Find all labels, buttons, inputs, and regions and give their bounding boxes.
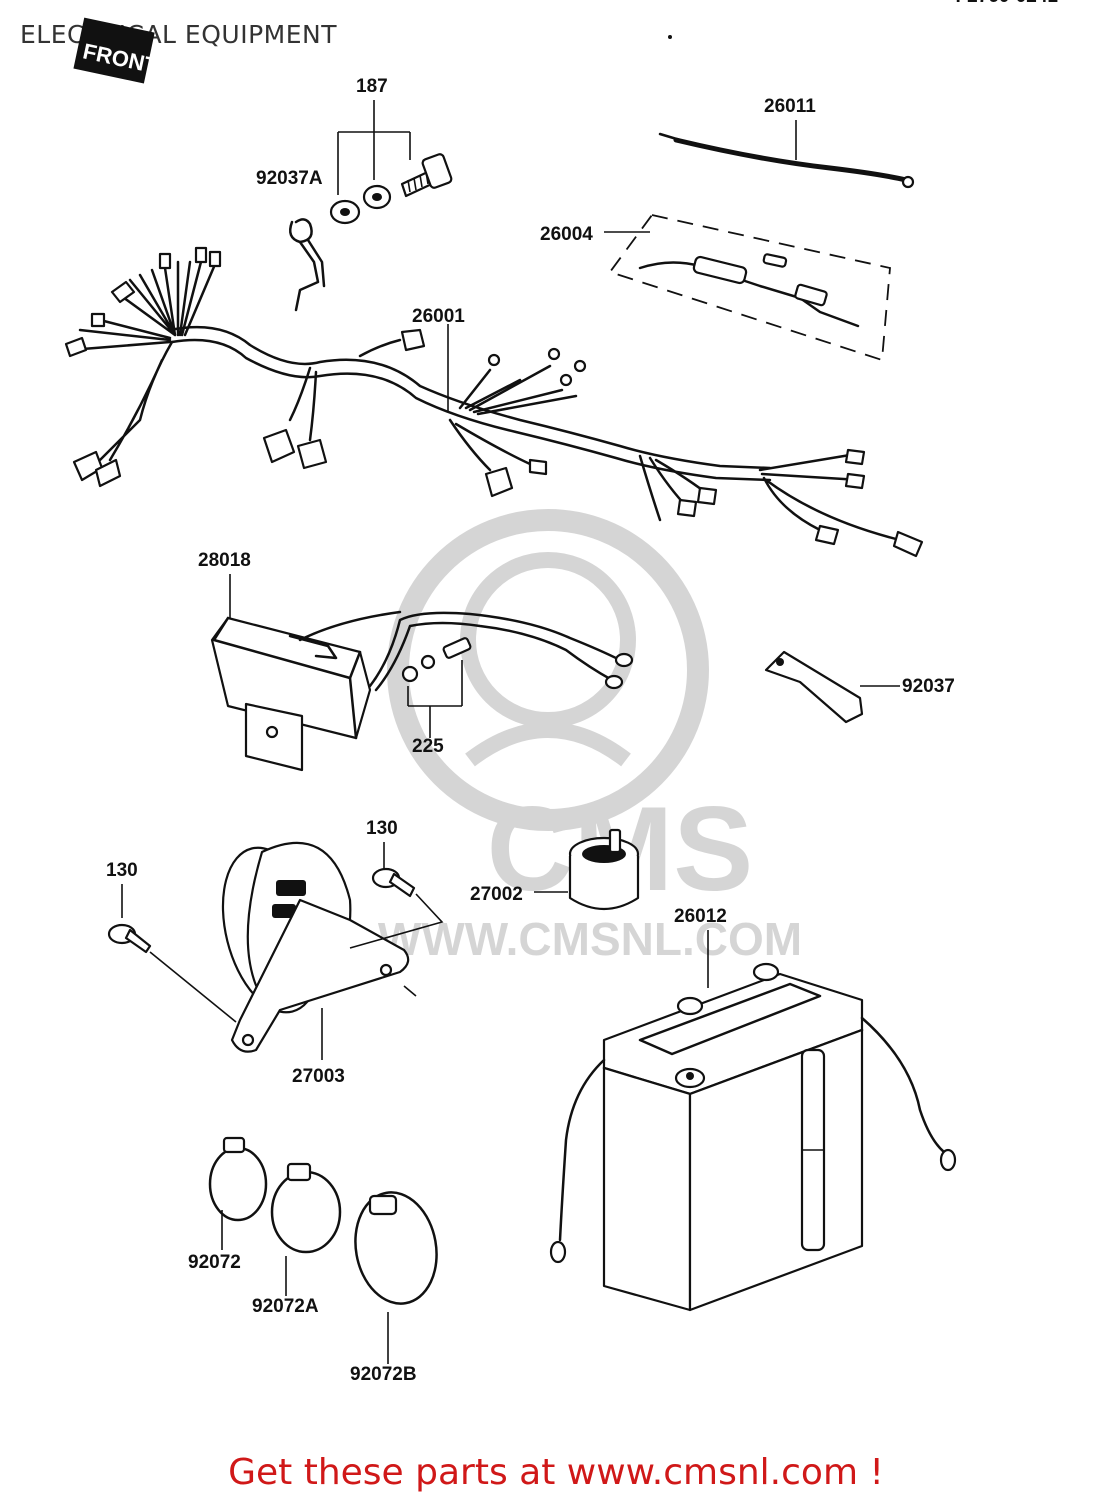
label-187: 187 — [356, 76, 388, 97]
label-26011: 26011 — [764, 96, 816, 117]
part-187-screw-washers — [329, 100, 453, 225]
label-92072A: 92072A — [252, 1296, 319, 1317]
footer-cta-link[interactable]: Get these parts at www.cmsnl.com ! — [228, 1452, 884, 1493]
part-26012-battery — [549, 930, 957, 1312]
label-26001: 26001 — [412, 306, 465, 327]
part-130-bolt-left — [107, 884, 237, 1023]
front-direction-badge: FRONT — [73, 17, 161, 84]
part-26011-cable — [658, 120, 915, 189]
part-26001-wire-harness — [64, 246, 924, 558]
label-27003: 27003 — [292, 1066, 345, 1087]
watermark-url-text: WWW.CMSNL.COM — [378, 913, 802, 965]
part-28018-regulator — [210, 574, 634, 772]
part-92037A-clip — [289, 218, 326, 312]
small-dot — [668, 35, 672, 39]
part-labels: 187 92037A 26011 26004 26001 28018 92037… — [106, 76, 955, 1385]
label-26004: 26004 — [540, 224, 593, 245]
label-26012: 26012 — [674, 906, 727, 927]
page-title: ELECTRICAL EQUIPMENT — [20, 20, 337, 49]
part-92072A-band — [270, 1162, 342, 1296]
label-130-left: 130 — [106, 860, 138, 881]
part-27002-cup — [534, 828, 640, 910]
part-27003-horn — [221, 841, 410, 1060]
part-92037-clamp — [764, 650, 900, 724]
label-130-right: 130 — [366, 818, 398, 839]
label-92037: 92037 — [902, 676, 955, 697]
label-225: 225 — [412, 736, 444, 757]
part-130-bolt-right — [349, 842, 444, 997]
part-26004-fuse-kit — [604, 213, 891, 362]
label-92037A: 92037A — [256, 168, 323, 189]
label-92072B: 92072B — [350, 1364, 417, 1385]
diagram-code: F2760-0241 — [956, 0, 1058, 8]
part-92072B-band — [354, 1191, 438, 1364]
label-28018: 28018 — [198, 550, 251, 571]
label-92072: 92072 — [188, 1252, 241, 1273]
part-92072-band — [208, 1136, 268, 1250]
label-27002: 27002 — [470, 884, 523, 905]
